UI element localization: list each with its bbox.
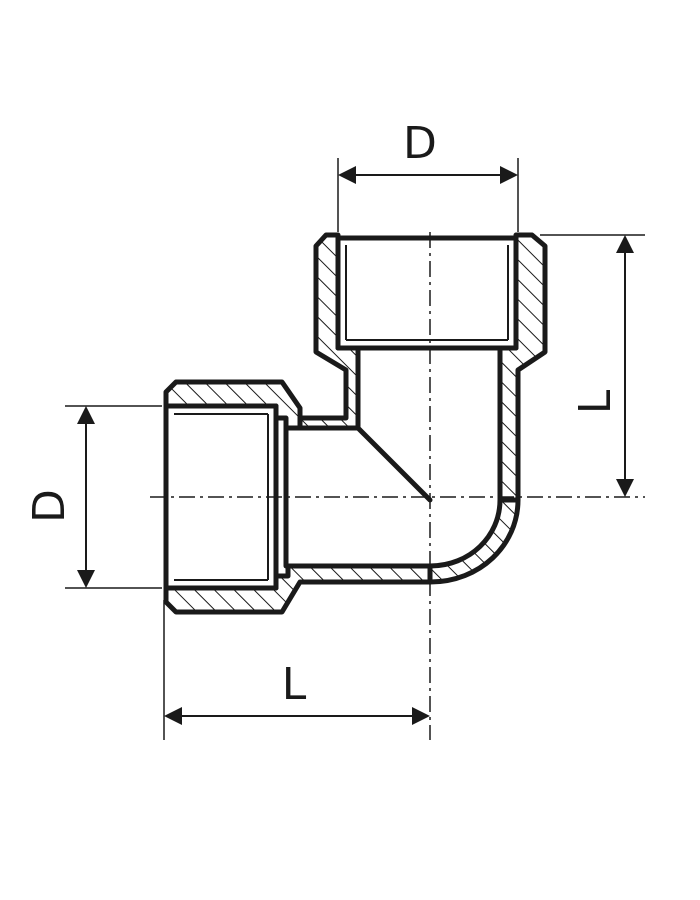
top-left-wall-section: [297, 232, 361, 431]
arrowhead-right-l-top: [616, 235, 634, 253]
outer-bend-wall: [427, 497, 521, 585]
inner-miter-line: [355, 425, 433, 503]
arrowhead-left-d-bottom: [77, 570, 95, 588]
left-diameter-label: D: [24, 489, 75, 523]
arrowhead-right-l-bottom: [616, 479, 634, 497]
right-length-label: L: [570, 389, 621, 414]
arrowhead-left-d-top: [77, 406, 95, 424]
arrowhead-top-d-right: [500, 166, 518, 184]
arrowhead-top-d-left: [338, 166, 356, 184]
arrowhead-bottom-l-right: [412, 707, 430, 725]
top-socket-bore: [335, 235, 519, 351]
arrowhead-bottom-l-left: [164, 707, 182, 725]
top-right-wall-section: [497, 232, 548, 503]
bottom-length-label: L: [282, 659, 307, 710]
top-diameter-label: D: [403, 118, 437, 169]
